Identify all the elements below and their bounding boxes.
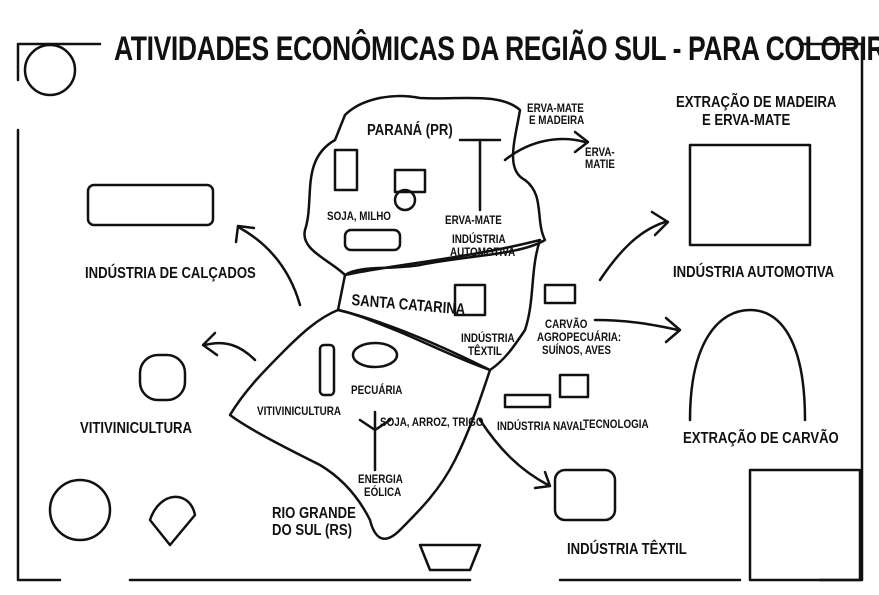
computer-icon — [558, 373, 590, 399]
label-pecuaria: PECUÁRIA — [351, 383, 403, 397]
label-erva-mate: ERVA-MATE — [445, 213, 502, 227]
car-icon — [343, 228, 402, 252]
label-extracao-madeira-2: E ERVA-MATE — [702, 112, 791, 129]
label-industria-sc: INDÚSTRIA — [461, 331, 515, 345]
gaucho-horse-icon-top — [23, 43, 77, 97]
label-soja-milho: SOJA, MILHO — [327, 209, 391, 223]
fabric-rolls-icon — [553, 468, 617, 522]
shoe-conveyor-icon — [86, 183, 215, 227]
wind-turbine-icon — [358, 410, 392, 472]
label-vitivinicultura-rs: VITIVINICULTURA — [257, 404, 342, 418]
wine-barrel-icon — [138, 353, 187, 402]
wine-bottle-icon — [318, 343, 336, 397]
label-extracao-madeira-1: EXTRAÇÃO DE MADEIRA — [676, 94, 837, 111]
label-vitivinicultura: VITIVINICULTURA — [80, 420, 193, 437]
pinecone-icon — [148, 495, 197, 547]
label-textil-sc: TÊXTIL — [468, 344, 502, 358]
mine-tunnel-icon — [688, 308, 807, 422]
frame-border — [16, 42, 864, 582]
label-agropecuaria: AGROPECUÁRIA: — [537, 330, 622, 344]
map-rio-grande-do-sul — [228, 308, 492, 540]
label-industria: INDÚSTRIA — [452, 232, 506, 246]
label-extracao-carvao: EXTRAÇÃO DE CARVÃO — [683, 430, 839, 447]
arrow-to-automotiva — [598, 220, 667, 282]
shirt-icon — [453, 283, 487, 317]
label-industria-textil: INDÚSTRIA TÊXTIL — [567, 541, 687, 558]
label-soja-arroz-trigo: SOJA, ARROZ, TRIGO — [380, 415, 484, 429]
label-erva-madeira-1: ERVA-MATE — [527, 101, 584, 115]
araucaria-icon — [458, 138, 502, 212]
car-lift-icon — [688, 143, 812, 247]
label-energia: ENERGIA — [358, 472, 403, 486]
fishing-boat-icon — [418, 543, 482, 572]
map-santa-catarina — [336, 238, 542, 372]
label-erva-matie-2: MATIE — [585, 157, 615, 171]
label-rs-line2: DO SUL (RS) — [272, 522, 352, 539]
city-skyline-icon — [748, 468, 862, 582]
label-parana: PARANÁ (PR) — [367, 122, 453, 139]
arrow-to-calcados — [238, 226, 302, 307]
ship-icon — [503, 393, 552, 409]
label-automotiva: AUTOMOTIVA — [450, 245, 516, 259]
label-carvao: CARVÃO — [545, 317, 588, 331]
tractor-wheel-icon — [393, 188, 417, 212]
gaucho-horse-icon-bottom — [48, 478, 112, 542]
arrow-to-erva — [503, 137, 587, 162]
label-industria-automotiva: INDÚSTRIA AUTOMOTIVA — [673, 264, 835, 281]
silo-icon — [333, 148, 359, 192]
map-parana — [303, 94, 547, 277]
page-title: ATIVIDADES ECONÔMICAS DA REGIÃO SUL - PA… — [114, 30, 879, 68]
label-erva-madeira-2: E MADEIRA — [529, 113, 585, 127]
label-industria-naval: INDÚSTRIA NAVAL — [497, 419, 586, 433]
label-eolica: EÓLICA — [364, 485, 402, 499]
label-erva-matie-1: ERVA- — [585, 145, 615, 159]
arrow-to-carvao — [593, 318, 680, 332]
arrow-to-vitivinicultura — [203, 341, 257, 362]
label-suinos-aves: SUÍNOS, AVES — [542, 343, 611, 357]
mine-cart-icon — [543, 283, 577, 305]
label-tecnologia: TECNOLOGIA — [583, 417, 649, 431]
cow-icon — [351, 341, 399, 369]
label-industria-calcados: INDÚSTRIA DE CALÇADOS — [85, 265, 256, 282]
label-rs-line1: RIO GRANDE — [272, 505, 356, 522]
arrow-to-textil — [478, 418, 550, 487]
